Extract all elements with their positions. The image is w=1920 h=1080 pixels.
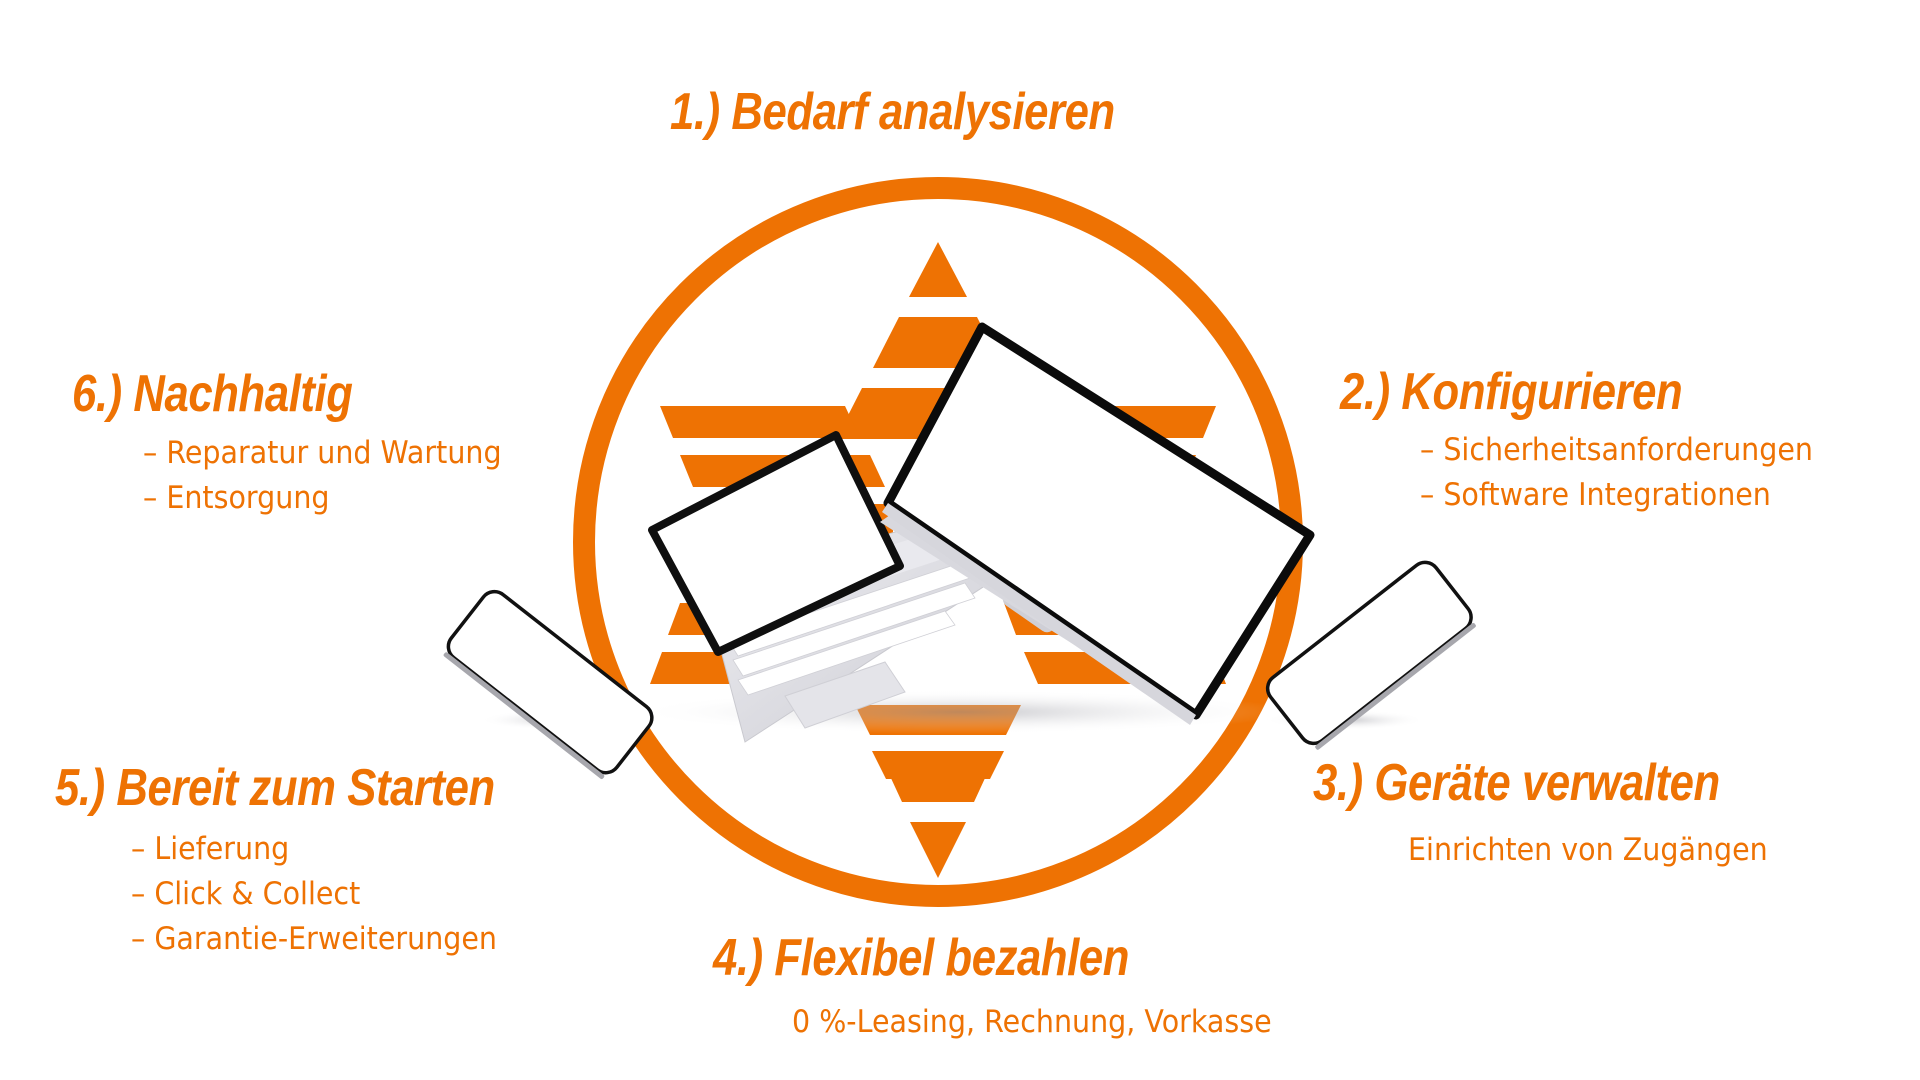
step-3-items: Einrichten von Zugängen [1408, 828, 1768, 873]
step-4-items: 0 %-Leasing, Rechnung, Vorkasse [792, 1000, 1272, 1045]
step-1-title: 1.) Bedarf analysieren [670, 83, 1115, 141]
step-3-title: 3.) Geräte verwalten [1313, 754, 1720, 812]
monitor-icon [880, 322, 1315, 725]
step-2-item: – Software Integrationen [1420, 477, 1771, 513]
step-6-item: – Reparatur und Wartung [143, 435, 502, 471]
step-6-title: 6.) Nachhaltig [72, 365, 353, 423]
step-5-items: – Lieferung – Click & Collect – Garantie… [131, 827, 497, 962]
step-5-item: – Click & Collect [131, 876, 361, 912]
step-2-title: 2.) Konfigurieren [1340, 363, 1683, 421]
smartphone-right-icon [1265, 560, 1476, 750]
step-6-items: – Reparatur und Wartung – Entsorgung [143, 431, 502, 521]
smartphone-left-icon [443, 589, 654, 779]
step-3-item: Einrichten von Zugängen [1408, 832, 1768, 868]
step-5-title: 5.) Bereit zum Starten [55, 759, 495, 817]
step-5-item: – Lieferung [131, 831, 290, 867]
step-6-item: – Entsorgung [143, 480, 330, 516]
step-2-item: – Sicherheitsanforderungen [1420, 432, 1813, 468]
step-5-item: – Garantie-Erweiterungen [131, 921, 498, 957]
step-2-items: – Sicherheitsanforderungen – Software In… [1420, 428, 1813, 518]
step-4-title: 4.) Flexibel bezahlen [713, 929, 1129, 987]
step-4-item: 0 %-Leasing, Rechnung, Vorkasse [792, 1004, 1272, 1040]
